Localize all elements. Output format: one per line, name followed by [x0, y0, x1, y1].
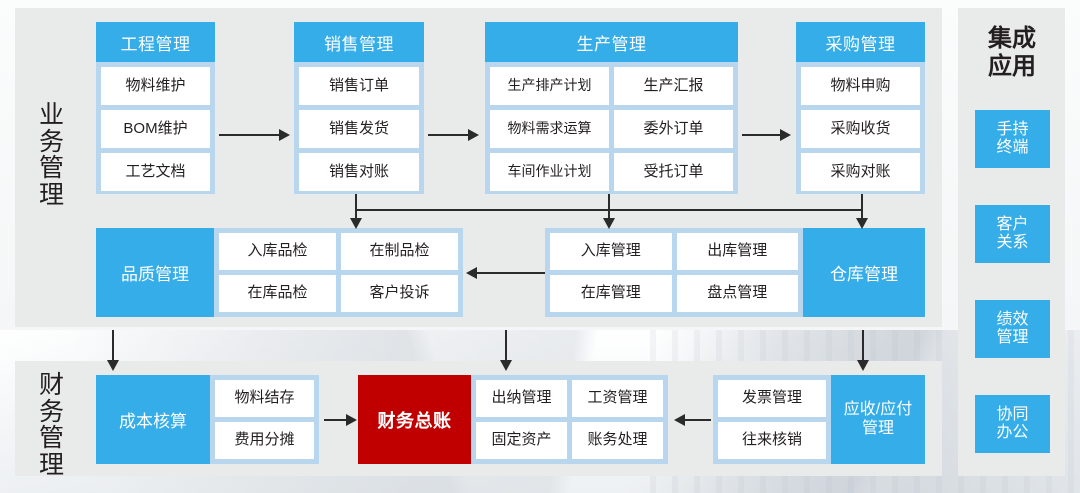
item-instock-management[interactable]: 在库管理: [550, 275, 672, 312]
app-tile-customer-relations[interactable]: 客户关系: [975, 205, 1050, 263]
card-quality-management[interactable]: 品质管理 入库品检 在制品检 在库品检 客户投诉: [96, 228, 463, 317]
card-items-cost: 物料结存 费用分摊: [210, 375, 319, 464]
connector-warehouse-to-quality: [477, 272, 545, 274]
card-general-ledger-modules[interactable]: 出纳管理 工资管理 固定资产 账务处理: [471, 375, 668, 464]
card-header-receivable-payable: 应收/应付管理: [831, 375, 925, 464]
card-items-general-ledger: 出纳管理 工资管理 固定资产 账务处理: [471, 375, 668, 464]
item-purchase-reconcile[interactable]: 采购对账: [801, 153, 920, 191]
connector-production-to-purchase: [742, 134, 782, 136]
connector-drop-purchase: [861, 209, 863, 222]
card-items-receivable: 发票管理 往来核销: [713, 375, 831, 464]
item-outsourcing-order[interactable]: 委外订单: [614, 110, 733, 148]
connector-stub-production-down: [608, 194, 610, 210]
item-expense-allocation[interactable]: 费用分摊: [215, 422, 314, 459]
item-sales-reconcile[interactable]: 销售对账: [299, 153, 419, 191]
item-payroll-management[interactable]: 工资管理: [572, 380, 663, 417]
item-wip-inspection[interactable]: 在制品检: [341, 233, 458, 270]
card-header-purchase: 采购管理: [796, 22, 925, 62]
card-warehouse-management[interactable]: 入库管理 出库管理 在库管理 盘点管理 仓库管理: [545, 228, 925, 317]
item-instock-inspection[interactable]: 在库品检: [219, 275, 336, 312]
item-material-maintenance[interactable]: 物料维护: [101, 67, 210, 105]
item-production-report[interactable]: 生产汇报: [614, 67, 733, 105]
card-engineering-management[interactable]: 工程管理 物料维护 BOM维护 工艺文档: [96, 22, 215, 194]
card-header-quality: 品质管理: [96, 228, 214, 317]
item-inbound-management[interactable]: 入库管理: [550, 233, 672, 270]
item-purchase-receipt[interactable]: 采购收货: [801, 110, 920, 148]
connector-cost-to-ledger: [324, 419, 348, 421]
arrowhead-drop-production: [603, 218, 615, 229]
section-title-integrated-apps: 集成应用: [988, 25, 1036, 80]
arrowhead-warehouse-to-receivable: [857, 360, 869, 371]
item-fixed-assets[interactable]: 固定资产: [476, 422, 567, 459]
card-header-warehouse: 仓库管理: [803, 228, 925, 317]
connector-quality-to-cost: [112, 330, 114, 364]
arrowhead-sales-to-production: [468, 129, 479, 141]
connector-sales-to-production: [428, 134, 470, 136]
card-header-sales: 销售管理: [294, 22, 424, 62]
card-cost-accounting[interactable]: 成本核算 物料结存 费用分摊: [96, 375, 319, 464]
card-items-engineering: 物料维护 BOM维护 工艺文档: [96, 62, 215, 196]
item-cashier-management[interactable]: 出纳管理: [476, 380, 567, 417]
arrowhead-receivable-to-general-ledger: [674, 414, 685, 426]
connector-stub-purchase-down: [861, 194, 863, 210]
item-sales-order[interactable]: 销售订单: [299, 67, 419, 105]
connector-stub-sales-down: [355, 194, 357, 210]
item-accounting-process[interactable]: 账务处理: [572, 422, 663, 459]
app-tile-collaborative-office[interactable]: 协同办公: [975, 395, 1050, 453]
card-items-purchase: 物料申购 采购收货 采购对账: [796, 62, 925, 196]
item-stocktake-management[interactable]: 盘点管理: [676, 275, 798, 312]
arrowhead-mid-to-general-ledger: [500, 360, 512, 371]
connector-receivable-to-general-ledger: [685, 419, 711, 421]
item-inbound-inspection[interactable]: 入库品检: [219, 233, 336, 270]
app-tile-performance-management[interactable]: 绩效管理: [975, 300, 1050, 358]
card-items-sales: 销售订单 销售发货 销售对账: [294, 62, 424, 196]
card-receivable-payable-management[interactable]: 发票管理 往来核销 应收/应付管理: [713, 375, 925, 464]
app-tile-handheld-terminal[interactable]: 手持终端: [975, 110, 1050, 168]
arrowhead-production-to-purchase: [780, 129, 791, 141]
item-customer-complaint[interactable]: 客户投诉: [341, 275, 458, 312]
arrowhead-cost-to-ledger: [346, 414, 357, 426]
card-items-quality: 入库品检 在制品检 在库品检 客户投诉: [214, 228, 463, 317]
card-items-warehouse: 入库管理 出库管理 在库管理 盘点管理: [545, 228, 803, 317]
item-sales-delivery[interactable]: 销售发货: [299, 110, 419, 148]
item-process-document[interactable]: 工艺文档: [101, 153, 210, 191]
connector-engineering-to-sales: [219, 134, 281, 136]
connector-drop-production: [608, 209, 610, 222]
block-financial-general-ledger[interactable]: 财务总账: [358, 375, 471, 464]
item-bom-maintenance[interactable]: BOM维护: [101, 110, 210, 148]
item-production-schedule[interactable]: 生产排产计划: [490, 67, 609, 105]
card-header-production: 生产管理: [485, 22, 738, 62]
item-settlement-writeoff[interactable]: 往来核销: [718, 422, 826, 459]
item-material-requisition[interactable]: 物料申购: [801, 67, 920, 105]
card-items-production: 生产排产计划 生产汇报 物料需求运算 委外订单 车间作业计划 受托订单: [485, 62, 738, 196]
arrowhead-drop-purchase: [856, 218, 868, 229]
item-material-balance[interactable]: 物料结存: [215, 380, 314, 417]
arrowhead-engineering-to-sales: [279, 129, 290, 141]
item-invoice-management[interactable]: 发票管理: [718, 380, 826, 417]
section-title-business: 业务管理: [38, 101, 65, 209]
item-workshop-job-plan[interactable]: 车间作业计划: [490, 153, 609, 191]
connector-mid-to-general-ledger: [505, 330, 507, 364]
card-header-engineering: 工程管理: [96, 22, 215, 62]
arrowhead-quality-to-cost: [107, 360, 119, 371]
connector-warehouse-to-receivable: [862, 330, 864, 364]
card-header-cost-accounting: 成本核算: [96, 375, 210, 464]
item-entrusted-order[interactable]: 受托订单: [614, 153, 733, 191]
card-sales-management[interactable]: 销售管理 销售订单 销售发货 销售对账: [294, 22, 424, 194]
section-title-finance: 财务管理: [38, 371, 65, 479]
arrowhead-drop-sales: [350, 218, 362, 229]
card-production-management[interactable]: 生产管理 生产排产计划 生产汇报 物料需求运算 委外订单 车间作业计划 受托订单: [485, 22, 738, 194]
arrowhead-warehouse-to-quality: [466, 267, 477, 279]
item-mrp-calculation[interactable]: 物料需求运算: [490, 110, 609, 148]
item-outbound-management[interactable]: 出库管理: [676, 233, 798, 270]
connector-drop-sales: [355, 209, 357, 222]
card-purchase-management[interactable]: 采购管理 物料申购 采购收货 采购对账: [796, 22, 925, 194]
